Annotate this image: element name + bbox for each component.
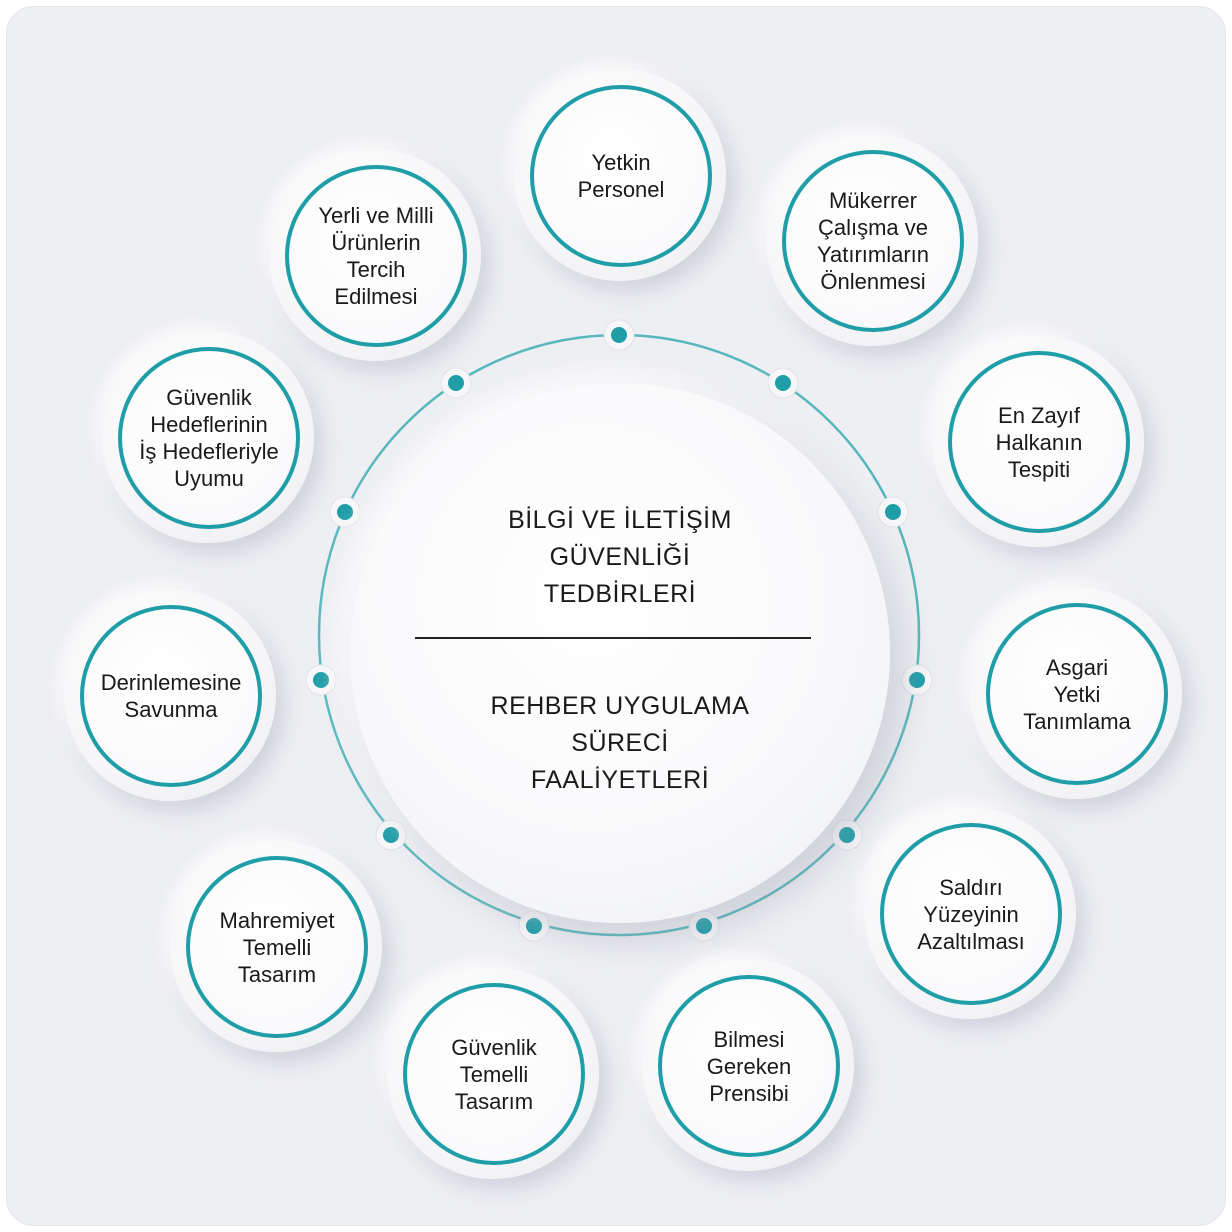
node-label-line: Azaltılması <box>917 928 1025 954</box>
node-label-line: Güvenlik <box>166 385 252 410</box>
center-title: BİLGİ VE İLETİŞİM GÜVENLİĞİ TEDBİRLERİ <box>410 502 830 613</box>
center-subtitle-line: SÜRECİ <box>571 729 669 757</box>
center-divider <box>415 637 811 639</box>
node-label-line: Önlenmesi <box>820 269 926 294</box>
node-label-line: Yatırımların <box>816 242 930 267</box>
node-label-line: Mükerrer <box>828 188 917 213</box>
node-label-line: Tercih <box>346 257 406 282</box>
center-subtitle-line: REHBER UYGULAMA <box>490 692 750 720</box>
center-title-line: TEDBİRLERİ <box>543 580 697 608</box>
node-label-line: Edilmesi <box>334 284 418 309</box>
connector-dot <box>313 672 329 688</box>
center-subtitle-line: FAALİYETLERİ <box>530 766 710 794</box>
node-label-line: Güvenlik <box>451 1034 537 1060</box>
connector-dot <box>885 504 901 520</box>
node-label-line: Halkanın <box>995 429 1083 455</box>
node-label-line: Hedeflerinin <box>150 412 268 437</box>
connector-dot <box>909 672 925 688</box>
node-label-line: Yerli ve Milli <box>318 203 434 228</box>
node-label-line: Savunma <box>124 697 218 722</box>
connector-dot <box>696 918 712 934</box>
center-disc <box>350 383 890 923</box>
center-title-line: BİLGİ VE İLETİŞİM <box>508 506 732 534</box>
node-label-line: Bilmesi <box>713 1026 785 1052</box>
connector-dot <box>337 504 353 520</box>
node-label-line: Prensibi <box>709 1080 789 1106</box>
connector-dot <box>448 375 464 391</box>
center-title-line: GÜVENLİĞİ <box>549 543 691 571</box>
center-subtitle: REHBER UYGULAMA SÜRECİ FAALİYETLERİ <box>410 688 830 799</box>
node-label-line: Gereken <box>706 1053 792 1079</box>
node-label-line: En Zayıf <box>998 402 1080 428</box>
node-label-line: Temelli <box>242 934 312 960</box>
node-label-line: Temelli <box>459 1061 529 1087</box>
connector-dot <box>611 327 627 343</box>
node-label-line: Mahremiyet <box>219 907 335 933</box>
node-label-line: Tasarım <box>454 1088 534 1114</box>
node-label-line: Ürünlerin <box>331 230 421 255</box>
connector-dot <box>775 375 791 391</box>
node-label-line: Yetki <box>1053 681 1101 707</box>
node-label-line: Derinlemesine <box>100 670 242 695</box>
node-label-line: Çalışma ve <box>817 215 929 240</box>
node-label-line: Asgari <box>1045 654 1109 680</box>
node-label-line: Tanımlama <box>1023 708 1131 734</box>
connector-dot <box>383 827 399 843</box>
node-label-line: İş Hedefleriyle <box>139 439 279 464</box>
node-label-line: Tasarım <box>237 961 317 987</box>
node-label-line: Yüzeyinin <box>923 901 1019 927</box>
connector-dot <box>839 827 855 843</box>
node-label-line: Saldırı <box>939 874 1003 900</box>
node-label-line: Tespiti <box>1007 456 1071 482</box>
node-label-line: Yetkin <box>591 150 651 175</box>
node-label-line: Personel <box>577 177 665 202</box>
connector-dot <box>526 918 542 934</box>
node-label-line: Uyumu <box>174 466 244 491</box>
